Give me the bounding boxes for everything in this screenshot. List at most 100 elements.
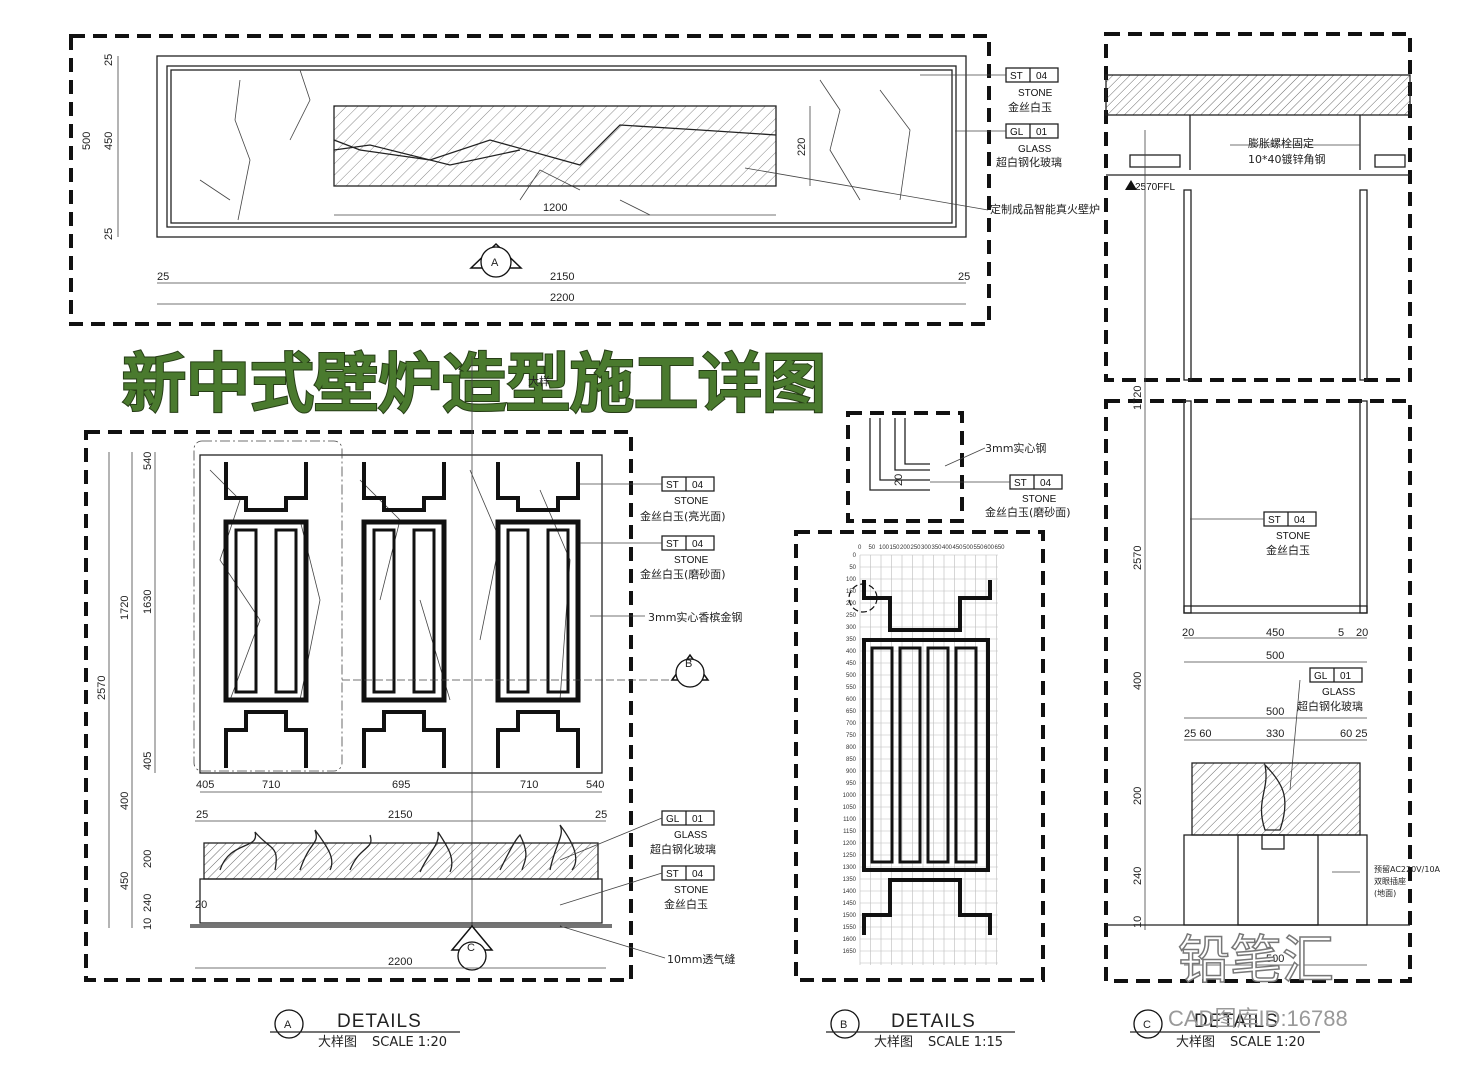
grid-left-label: 250 <box>846 613 857 619</box>
grid-top-label: 250 <box>911 545 922 551</box>
svg-text:STONE: STONE <box>674 885 709 896</box>
lattice-bar <box>506 528 530 694</box>
svg-text:DETAILS: DETAILS <box>891 1011 976 1032</box>
top-plan-panel: 500 450 25 25 1200 220 2150 25 25 2200 A… <box>69 34 1100 326</box>
svg-text:695: 695 <box>392 779 410 791</box>
svg-text:04: 04 <box>1294 515 1306 526</box>
hearth-glass <box>203 842 599 880</box>
svg-text:C: C <box>467 942 475 954</box>
hearth-stone-base <box>199 878 603 924</box>
svg-text:GL: GL <box>666 814 680 825</box>
svg-text:01: 01 <box>1036 127 1048 138</box>
svg-text:25 60: 25 60 <box>1184 728 1212 740</box>
svg-text:金丝白玉(磨砂面): 金丝白玉(磨砂面) <box>985 505 1071 519</box>
svg-text:STONE: STONE <box>1022 494 1057 505</box>
steel-note: 3mm实心香槟金钢 <box>648 610 742 624</box>
grid-left-label: 150 <box>846 589 857 595</box>
svg-text:金丝白玉: 金丝白玉 <box>664 897 708 911</box>
grid-left-label: 600 <box>846 697 857 703</box>
grid-left-label: 100 <box>846 577 857 583</box>
svg-text:超白钢化玻璃: 超白钢化玻璃 <box>996 155 1062 169</box>
svg-text:STONE: STONE <box>674 496 709 507</box>
grid-left-label: 750 <box>846 733 857 739</box>
grid-top-label: 550 <box>974 545 985 551</box>
svg-text:ST: ST <box>666 539 679 550</box>
panel-c-lower-frame <box>1104 399 1412 983</box>
caption-c: C DETAILS 大样图 SCALE 1:20 <box>1130 1009 1320 1050</box>
svg-text:10: 10 <box>1132 916 1144 928</box>
svg-text:B: B <box>685 658 692 670</box>
svg-text:ST: ST <box>1014 478 1027 489</box>
grid-left-label: 1500 <box>843 913 857 919</box>
svg-text:5: 5 <box>1338 627 1344 639</box>
svg-text:500: 500 <box>1266 953 1284 965</box>
page-title: 新中式壁炉造型施工详图 <box>122 348 826 422</box>
caption-a: A DETAILS 大样图 SCALE 1:20 <box>270 1009 460 1050</box>
svg-text:04: 04 <box>692 539 704 550</box>
grid-left-label: 200 <box>846 601 857 607</box>
grid-left-label: 1050 <box>843 805 857 811</box>
svg-text:540: 540 <box>586 779 604 791</box>
grid-top-label: 150 <box>890 545 901 551</box>
svg-text:200: 200 <box>1132 787 1144 805</box>
svg-text:ST: ST <box>1010 71 1023 82</box>
svg-text:2150: 2150 <box>388 809 412 821</box>
svg-text:DETAILS: DETAILS <box>337 1011 422 1032</box>
panel-b-frame <box>794 530 1045 982</box>
lattice-bar <box>496 710 580 768</box>
grid-left-label: 950 <box>846 781 857 787</box>
lattice-bar <box>412 528 436 694</box>
svg-text:2570: 2570 <box>1132 546 1144 570</box>
lattice-bar <box>898 646 922 864</box>
lattice-bar <box>495 519 581 703</box>
hidden-label: 大样 <box>528 374 550 388</box>
grid-top-label: 400 <box>942 545 953 551</box>
svg-text:SCALE 1:20: SCALE 1:20 <box>1230 1035 1305 1050</box>
svg-text:400: 400 <box>1132 672 1144 690</box>
svg-text:25: 25 <box>196 809 208 821</box>
grid-top-label: 300 <box>921 545 932 551</box>
grid-top-label: 200 <box>900 545 911 551</box>
grid-left-label: 550 <box>846 685 857 691</box>
watermark-logo: 铅笔汇 <box>1178 931 1334 991</box>
lattice-bar <box>954 646 978 864</box>
panel-c-section: 2570FFL 膨胀螺栓固定 10*40镀锌角钢 1720 2570 400 2… <box>1104 32 1441 1050</box>
svg-text:1720: 1720 <box>1132 386 1144 410</box>
svg-text:C: C <box>1143 1019 1151 1031</box>
grid-left-label: 1150 <box>843 829 857 835</box>
lattice-bar <box>234 528 258 694</box>
dim-25-top: 25 <box>103 54 115 66</box>
lattice-bar <box>926 646 950 864</box>
svg-text:A: A <box>491 257 499 269</box>
svg-text:A: A <box>284 1019 292 1031</box>
svg-text:GLASS: GLASS <box>1018 144 1052 155</box>
svg-text:25: 25 <box>595 809 607 821</box>
tag-st04-matte: ST 04 STONE 金丝白玉(磨砂面) <box>580 535 726 581</box>
lattice-bar <box>546 528 570 694</box>
dim-500: 500 <box>81 132 93 150</box>
fireplace-note: 定制成品智能真火壁炉 <box>990 202 1100 216</box>
lattice-bar <box>870 646 894 864</box>
lattice-bar <box>362 462 446 512</box>
lattice-detail-b <box>848 580 992 935</box>
socket-note-3: (地面) <box>1374 888 1396 898</box>
svg-text:01: 01 <box>692 814 704 825</box>
dim-25-right: 25 <box>958 271 970 283</box>
grid-left-label: 1400 <box>843 889 857 895</box>
lattice-bar <box>862 878 992 935</box>
svg-text:405: 405 <box>142 752 154 770</box>
grid-left-label: 50 <box>849 565 856 571</box>
bolt-note: 膨胀螺栓固定 <box>1248 136 1314 150</box>
grid-left-label: 450 <box>846 661 857 667</box>
svg-text:金丝白玉(磨砂面): 金丝白玉(磨砂面) <box>640 567 726 581</box>
lattice-bar <box>862 580 992 632</box>
grid-left-label: 1650 <box>843 949 857 955</box>
dim-2150: 2150 <box>550 271 574 283</box>
grid-left-label: 1350 <box>843 877 857 883</box>
svg-text:ST: ST <box>666 480 679 491</box>
grid-left-label: 1250 <box>843 853 857 859</box>
svg-text:60 25: 60 25 <box>1340 728 1368 740</box>
svg-text:1630: 1630 <box>142 590 154 614</box>
svg-text:405: 405 <box>196 779 214 791</box>
